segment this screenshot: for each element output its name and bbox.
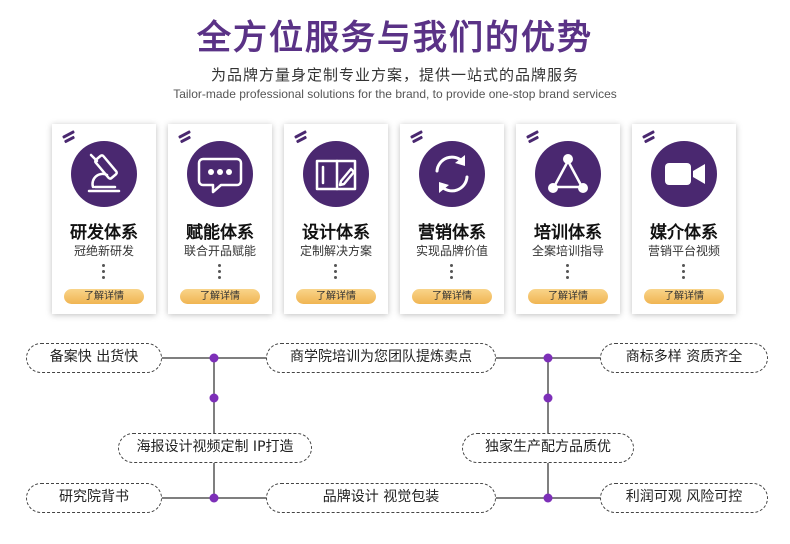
card-description: 营销平台视频	[647, 244, 720, 258]
details-button[interactable]: 了解详情	[412, 289, 492, 304]
card-design: 设计体系 定制解决方案 了解详情	[284, 124, 388, 314]
vertical-dots	[450, 264, 454, 280]
vertical-dots	[682, 264, 686, 280]
card-title: 设计体系	[302, 223, 370, 243]
card-description: 冠绝新研发	[73, 244, 134, 258]
video-camera-icon	[651, 141, 717, 207]
card-title: 赋能体系	[186, 223, 254, 243]
card-research: 研发体系 冠绝新研发 了解详情	[52, 124, 156, 314]
microscope-icon	[71, 141, 137, 207]
card-marketing: 营销体系 实现品牌价值 了解详情	[400, 124, 504, 314]
page-subtitle-english: Tailor-made professional solutions for t…	[173, 87, 617, 101]
card-description: 联合开品赋能	[183, 244, 256, 258]
card-training: 培训体系 全案培训指导 了解详情	[516, 124, 620, 314]
design-book-icon	[303, 141, 369, 207]
card-description: 全案培训指导	[531, 244, 604, 258]
card-description: 实现品牌价值	[415, 244, 488, 258]
card-description: 定制解决方案	[299, 244, 372, 258]
advantage-exclusive-production: 独家生产配方品质优	[462, 433, 634, 463]
details-button[interactable]: 了解详情	[296, 289, 376, 304]
advantage-brand-design: 品牌设计 视觉包装	[266, 483, 496, 513]
card-media: 媒介体系 营销平台视频 了解详情	[632, 124, 736, 314]
page-title: 全方位服务与我们的优势	[197, 18, 593, 58]
card-title: 培训体系	[534, 223, 602, 243]
vertical-dots	[218, 264, 222, 280]
vertical-dots	[102, 264, 106, 280]
advantage-research-endorsement: 研究院背书	[26, 483, 162, 513]
card-title: 营销体系	[418, 223, 486, 243]
advantage-trademarks: 商标多样 资质齐全	[600, 343, 768, 373]
refresh-cycle-icon	[419, 141, 485, 207]
vertical-dots	[566, 264, 570, 280]
advantage-business-school: 商学院培训为您团队提炼卖点	[266, 343, 496, 373]
advantage-profit: 利润可观 风险可控	[600, 483, 768, 513]
advantage-fast-filing: 备案快 出货快	[26, 343, 162, 373]
details-button[interactable]: 了解详情	[644, 289, 724, 304]
card-title: 研发体系	[70, 223, 138, 243]
details-button[interactable]: 了解详情	[64, 289, 144, 304]
vertical-dots	[334, 264, 338, 280]
connector-lines	[160, 353, 604, 503]
details-button[interactable]: 了解详情	[528, 289, 608, 304]
card-title: 媒介体系	[650, 223, 718, 243]
details-button[interactable]: 了解详情	[180, 289, 260, 304]
card-empowerment: 赋能体系 联合开品赋能 了解详情	[168, 124, 272, 314]
advantage-poster-design: 海报设计视频定制 IP打造	[118, 433, 312, 463]
network-triangle-icon	[535, 141, 601, 207]
page-subtitle: 为品牌方量身定制专业方案，提供一站式的品牌服务	[210, 66, 579, 84]
chat-bubble-icon	[187, 141, 253, 207]
